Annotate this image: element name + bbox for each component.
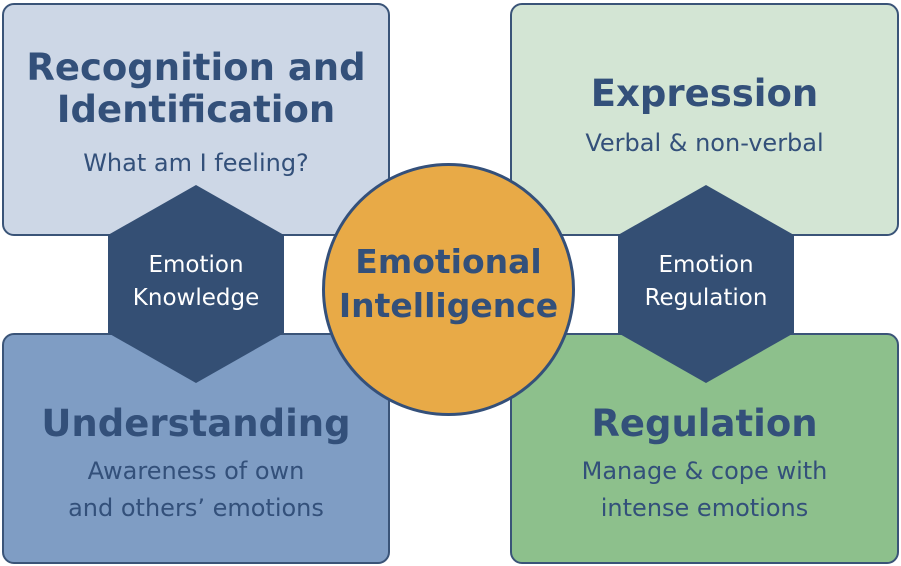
emotion-knowledge-label: Emotion Knowledge: [108, 249, 284, 315]
recognition-identification-box: Recognition and Identification What am I…: [2, 3, 390, 236]
center-line: Intelligence: [338, 286, 559, 325]
expression-title: Expression: [590, 72, 819, 115]
hexagon-shape: [108, 185, 284, 383]
regulation-title: Regulation: [591, 402, 818, 445]
subtitle-line: Awareness of own: [87, 457, 305, 485]
hex-line: Emotion: [658, 252, 754, 278]
expression-subtitle: Verbal & non-verbal: [585, 129, 824, 157]
hexagon-polygon: [618, 185, 794, 383]
hexagon-polygon: [108, 185, 284, 383]
hex-line: Regulation: [644, 285, 768, 311]
subtitle-line: intense emotions: [600, 494, 809, 522]
subtitle-line: Manage & cope with: [581, 457, 828, 485]
emotion-knowledge-hexagon: Emotion Knowledge: [108, 185, 284, 383]
title-line: Recognition and: [26, 46, 366, 89]
hexagon-shape: [618, 185, 794, 383]
emotion-regulation-label: Emotion Regulation: [618, 249, 794, 315]
understanding-subtitle: Awareness of own and others’ emotions: [4, 453, 388, 527]
recognition-identification-subtitle: What am I feeling?: [83, 149, 309, 177]
understanding-title: Understanding: [41, 402, 351, 445]
regulation-subtitle: Manage & cope with intense emotions: [512, 453, 897, 527]
emotional-intelligence-circle: Emotional Intelligence: [322, 163, 575, 416]
expression-box: Expression Verbal & non-verbal: [510, 3, 899, 236]
title-line: Identification: [56, 88, 336, 131]
emotional-intelligence-label: Emotional Intelligence: [325, 240, 572, 328]
hex-line: Emotion: [148, 252, 244, 278]
hex-line: Knowledge: [132, 285, 260, 311]
center-line: Emotional: [355, 242, 542, 281]
recognition-identification-title: Recognition and Identification: [4, 47, 388, 131]
subtitle-line: and others’ emotions: [68, 494, 324, 522]
emotion-regulation-hexagon: Emotion Regulation: [618, 185, 794, 383]
